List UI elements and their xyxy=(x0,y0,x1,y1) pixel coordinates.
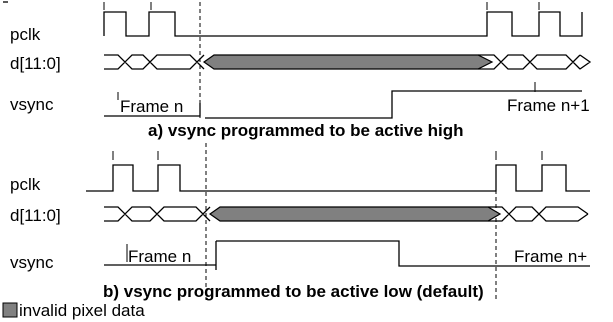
data-bus-waveform xyxy=(104,206,589,222)
data-bus-waveform xyxy=(104,54,592,70)
legend-swatch xyxy=(2,302,18,318)
pclk-label: pclk xyxy=(10,25,41,44)
legend-label: invalid pixel data xyxy=(19,301,145,320)
vsync-waveform xyxy=(104,90,582,119)
data-bus-label: d[11:0] xyxy=(10,54,61,73)
panel-a: pclk d[11:0] vsync Frame n Frame n+1 a) … xyxy=(3,1,592,140)
vsync-label: vsync xyxy=(10,95,54,114)
vsync-label: vsync xyxy=(10,253,54,272)
invalid-data-region xyxy=(202,54,494,70)
caption-a: a) vsync programmed to be active high xyxy=(148,121,464,140)
caption-b: b) vsync programmed to be active low (de… xyxy=(103,282,484,301)
pclk-label: pclk xyxy=(10,175,41,194)
frame-n-label: Frame n xyxy=(128,247,191,266)
pclk-waveform xyxy=(86,164,590,192)
pclk-waveform xyxy=(103,11,583,37)
legend: invalid pixel data xyxy=(2,301,145,320)
invalid-data-region xyxy=(208,206,502,222)
panel-b: pclk d[11:0] vsync Frame n Frame n+ b) v… xyxy=(10,143,590,301)
data-bus-label: d[11:0] xyxy=(10,206,61,225)
frame-n-plus-1-label: Frame n+1 xyxy=(507,96,590,115)
vsync-waveform xyxy=(104,240,590,270)
frame-n-label: Frame n xyxy=(120,97,183,116)
frame-n-plus-label: Frame n+ xyxy=(514,247,587,266)
